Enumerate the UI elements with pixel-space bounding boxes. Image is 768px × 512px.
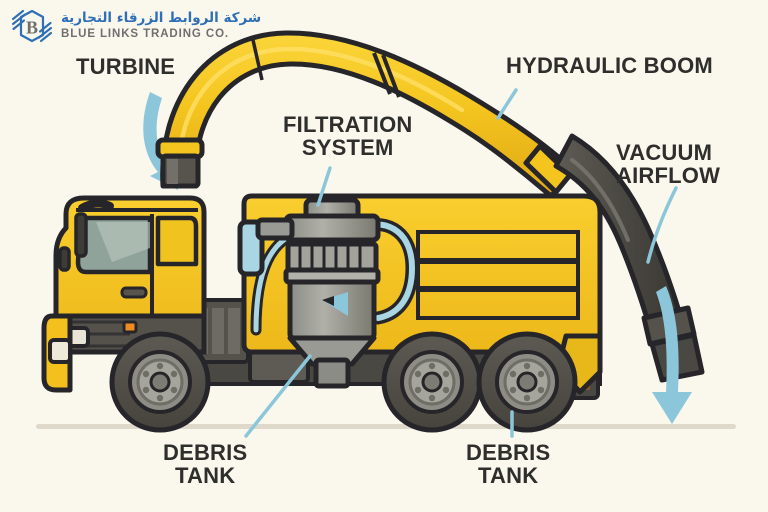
- cab-windshield: [75, 215, 153, 275]
- vacuum-intake-arrow: [652, 286, 692, 424]
- hydraulic-boom: [155, 30, 577, 199]
- front-wheel: [109, 331, 211, 433]
- brand-logo: B شركة الروابط الزرقاء التجارية BLUE LIN…: [10, 6, 261, 46]
- truck-cab: [41, 195, 207, 393]
- vacuum-hose: [553, 133, 705, 383]
- leader-boom: [496, 88, 518, 120]
- blue-links-logo-icon: B: [11, 9, 53, 43]
- leader-lines: [244, 88, 678, 438]
- boom-joint-collar: [372, 52, 401, 98]
- leader-debris-1: [244, 354, 312, 438]
- leader-vacuum: [646, 186, 678, 264]
- label-vacuum-airflow: VACUUM AIRFLOW: [616, 140, 721, 189]
- internal-pipe-right: [349, 218, 419, 325]
- svg-text:B: B: [26, 18, 38, 38]
- brand-text: شركة الروابط الزرقاء التجارية BLUE LINKS…: [61, 10, 262, 40]
- rear-wheels: [381, 331, 578, 433]
- label-hydraulic-boom: HYDRAULIC BOOM: [506, 53, 713, 78]
- label-debris-tank-right: DEBRIS TANK: [466, 440, 551, 489]
- filter-flow-arrow: [322, 292, 348, 316]
- filter-fins: [298, 246, 362, 270]
- turbine-collar: [155, 137, 205, 189]
- label-debris-tank-left: DEBRIS TANK: [163, 440, 248, 489]
- label-filtration: FILTRATION SYSTEM: [283, 112, 413, 161]
- label-turbine: TURBINE: [76, 54, 176, 79]
- leader-filtration: [316, 166, 332, 207]
- cab-side-window: [155, 215, 199, 267]
- brand-name-english: BLUE LINKS TRADING CO.: [61, 27, 230, 40]
- brand-name-arabic: شركة الروابط الزرقاء التجارية: [61, 10, 262, 26]
- cab-mirror: [58, 199, 114, 272]
- ground-line: [36, 424, 736, 429]
